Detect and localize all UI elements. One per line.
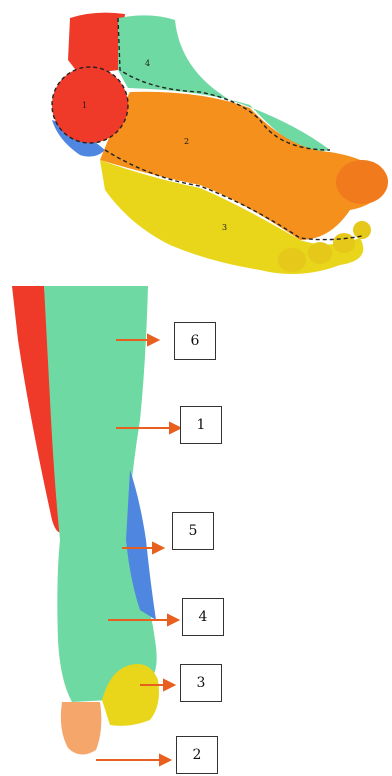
- callout-box-1: 1: [180, 406, 222, 444]
- callout-box-3: 3: [180, 664, 222, 702]
- callout-box-5: 5: [172, 512, 214, 550]
- callout-box-4: 4: [182, 598, 224, 636]
- callout-box-6: 6: [174, 322, 216, 360]
- leg-region-orange: [61, 702, 101, 755]
- callout-box-2: 2: [176, 736, 218, 774]
- leg-region-green: [44, 286, 157, 702]
